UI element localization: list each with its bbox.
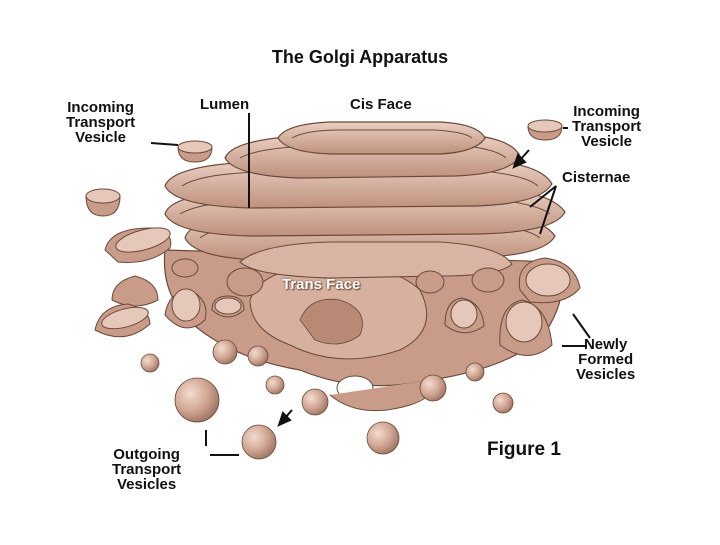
label-line: Transport bbox=[112, 461, 182, 478]
label-line: Incoming bbox=[67, 99, 134, 116]
label-line: Vesicles bbox=[576, 366, 636, 383]
label-newly-formed-vesicles: Newly Formed Vesicles bbox=[576, 337, 635, 382]
label-incoming-transport-vesicle-left: Incoming Transport Vesicle bbox=[66, 100, 135, 145]
label-incoming-transport-vesicle-right: Incoming Transport Vesicle bbox=[572, 104, 641, 149]
leader-cisternae-1 bbox=[529, 185, 557, 208]
outgoing-vesicles bbox=[140, 339, 514, 460]
label-cisternae: Cisternae bbox=[562, 169, 631, 186]
arrow-incoming-right-head bbox=[512, 153, 527, 169]
label-trans-face: Trans Face bbox=[282, 276, 361, 293]
leader-cisternae-2 bbox=[539, 185, 557, 235]
incoming-vesicles bbox=[85, 119, 563, 217]
newly-formed-vesicles bbox=[415, 257, 581, 356]
diagram-title: The Golgi Apparatus bbox=[271, 47, 449, 67]
label-line: Transport bbox=[572, 118, 642, 135]
label-outgoing-transport-vesicles: Outgoing Transport Vesicles bbox=[112, 447, 181, 492]
arrow-outgoing-head bbox=[277, 411, 292, 427]
leader-incoming-left bbox=[150, 142, 179, 146]
label-line: Vesicle bbox=[75, 129, 127, 146]
label-line: Formed bbox=[578, 351, 634, 368]
label-line: Vesicles bbox=[116, 476, 177, 493]
left-vesicles bbox=[94, 227, 264, 338]
label-line: Newly bbox=[583, 336, 628, 353]
label-line: Transport bbox=[66, 114, 136, 131]
figure-label: Figure 1 bbox=[487, 439, 561, 460]
label-line: Incoming bbox=[573, 103, 640, 120]
cisternae-stack bbox=[164, 121, 566, 279]
label-lumen: Lumen bbox=[200, 96, 250, 113]
label-line: Vesicle bbox=[581, 133, 633, 150]
label-line: Outgoing bbox=[113, 446, 180, 463]
leader-lines bbox=[150, 113, 591, 456]
label-cis-face: Cis Face bbox=[350, 96, 412, 113]
leader-newly-1 bbox=[572, 313, 591, 339]
